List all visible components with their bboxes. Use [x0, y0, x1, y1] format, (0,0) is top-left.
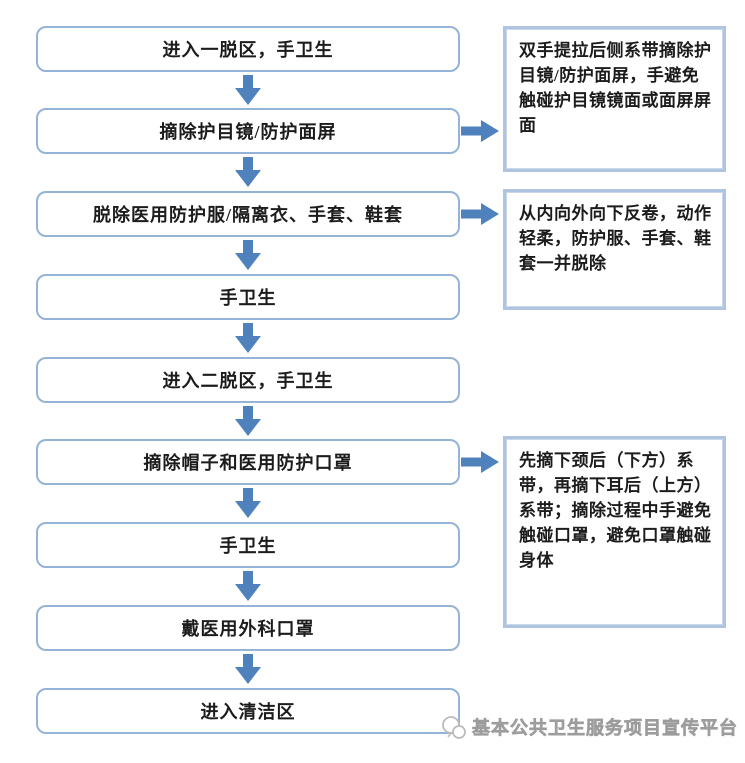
down-arrow-icon [235, 488, 261, 518]
step-box-hand-hygiene-2: 手卫生 [36, 522, 460, 568]
watermark: 基本公共卫生服务项目宣传平台 [441, 714, 738, 740]
note-box-suit-removal-detail: 从内向外向下反卷，动作轻柔，防护服、手套、鞋套一并脱除 [503, 189, 726, 310]
step-box-hand-hygiene-1: 手卫生 [36, 274, 460, 320]
right-arrow-icon [461, 120, 499, 142]
down-arrow-icon [235, 75, 261, 105]
down-arrow-icon [235, 157, 261, 187]
watermark-text: 基本公共卫生服务项目宣传平台 [472, 718, 738, 739]
step-box-enter-first-doffing-area: 进入一脱区，手卫生 [36, 26, 460, 72]
step-box-remove-goggles-face-shield: 摘除护目镜/防护面屏 [36, 108, 460, 154]
speech-bubbles-logo-icon [442, 715, 466, 739]
right-arrow-icon [461, 203, 499, 225]
step-box-remove-cap-and-respirator: 摘除帽子和医用防护口罩 [36, 439, 460, 485]
note-box-goggles-removal-detail: 双手提拉后侧系带摘除护目镜/防护面屏，手避免触碰护目镜镜面或面屏屏面 [503, 26, 726, 172]
note-box-mask-removal-detail: 先摘下颈后（下方）系带，再摘下耳后（上方）系带；摘除过程中手避免触碰口罩，避免口… [503, 436, 726, 628]
down-arrow-icon [235, 240, 261, 270]
step-box-enter-clean-area: 进入清洁区 [36, 688, 460, 734]
step-box-enter-second-doffing-area: 进入二脱区，手卫生 [36, 357, 460, 403]
step-box-remove-protective-suit-gloves-shoe-covers: 脱除医用防护服/隔离衣、手套、鞋套 [36, 191, 460, 237]
down-arrow-icon [235, 323, 261, 353]
down-arrow-icon [235, 654, 261, 684]
right-arrow-icon [461, 451, 499, 473]
down-arrow-icon [235, 571, 261, 601]
down-arrow-icon [235, 406, 261, 436]
step-box-wear-surgical-mask: 戴医用外科口罩 [36, 605, 460, 651]
